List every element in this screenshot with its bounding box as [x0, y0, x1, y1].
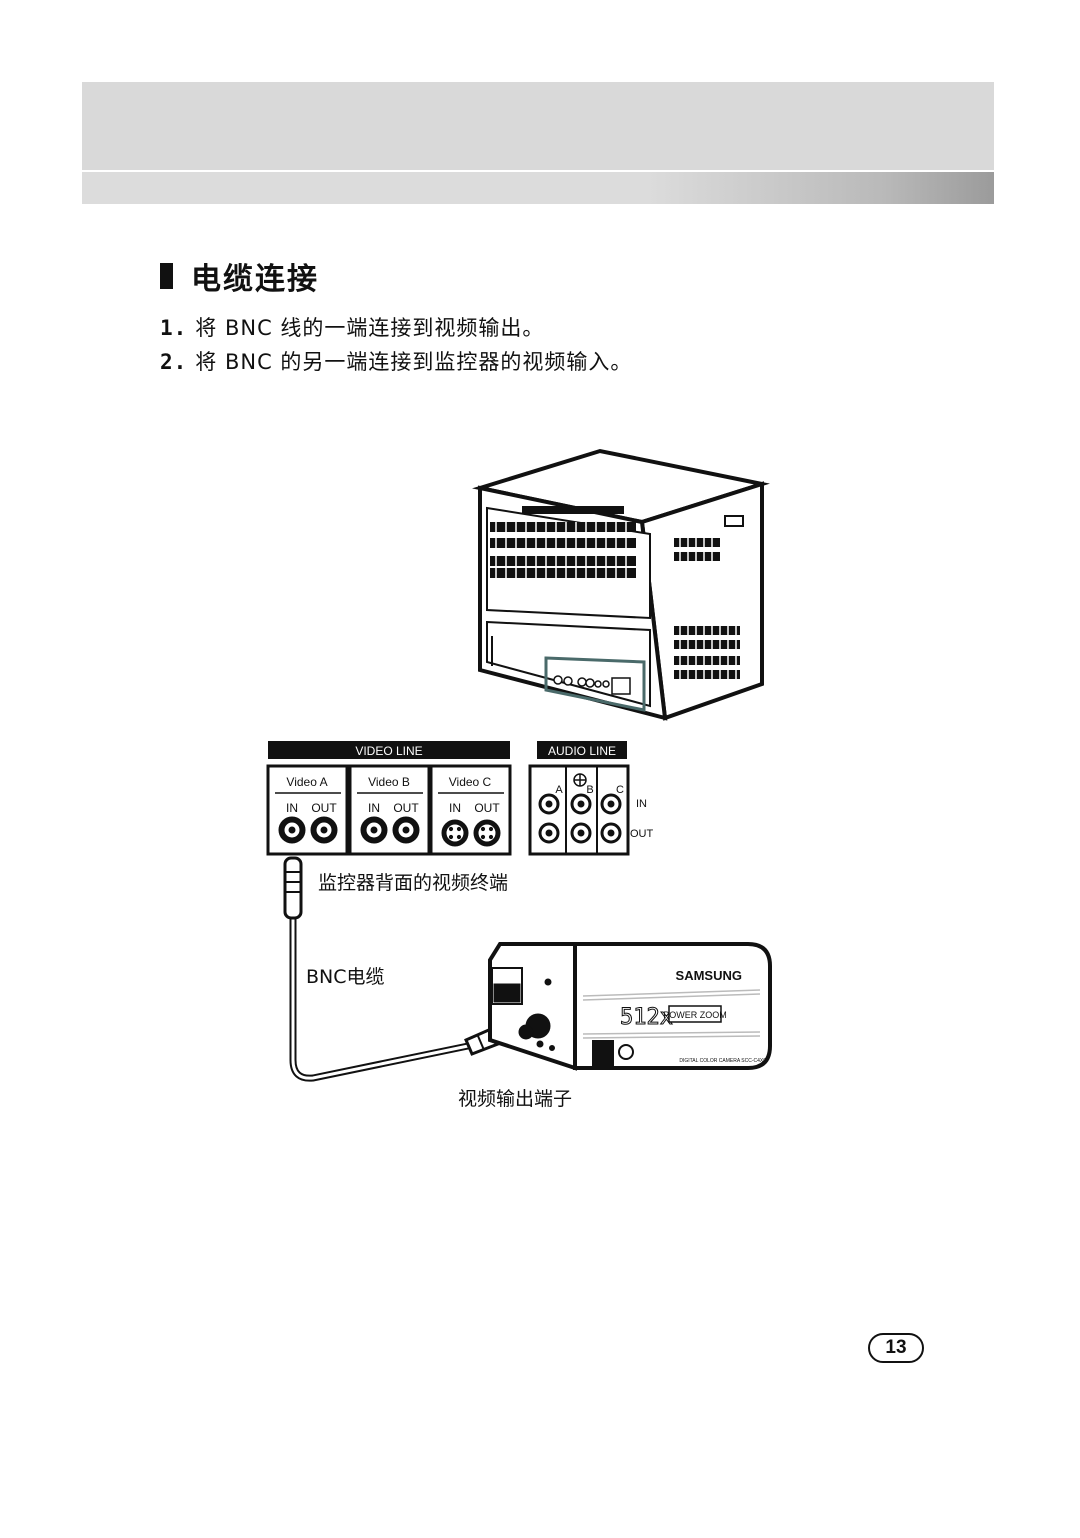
video-c-in-label: IN	[449, 801, 461, 815]
rca-jack-icons	[538, 793, 622, 844]
step-number: 2.	[160, 350, 188, 374]
video-c-out-label: OUT	[474, 801, 500, 815]
video-b-out-label: OUT	[393, 801, 419, 815]
title-marker-icon	[160, 263, 173, 289]
video-c-label: Video C	[449, 775, 492, 789]
step-text: 将 BNC 的另一端连接到监控器的视频输入。	[195, 350, 633, 374]
audio-a-label: A	[555, 784, 563, 796]
page-number: 13	[868, 1333, 924, 1363]
monitor-terminal-caption: 监控器背面的视频终端	[318, 872, 509, 894]
header-band	[82, 82, 994, 170]
video-a-out-label: OUT	[311, 801, 337, 815]
camera-zoom-label: POWER ZOOM	[663, 1010, 727, 1020]
step-2: 2. 将 BNC 的另一端连接到监控器的视频输入。	[160, 346, 632, 376]
cable-caption: BNC电缆	[306, 966, 385, 988]
monitor-rear-illustration	[472, 448, 770, 721]
terminal-highlight-box	[544, 656, 646, 712]
section-heading: 电缆连接	[160, 254, 319, 298]
camera-brand-text: SAMSUNG	[676, 968, 742, 983]
step-text: 将 BNC 线的一端连接到视频输出。	[195, 316, 545, 340]
ground-symbol-icon	[573, 773, 587, 787]
audio-c-label: C	[616, 784, 624, 796]
terminal-panel: VIDEO LINE AUDIO LINE Video A Video B Vi…	[266, 741, 654, 856]
video-line-label: VIDEO LINE	[355, 744, 422, 758]
audio-in-label: IN	[636, 798, 647, 810]
bnc-connector-icons	[278, 816, 420, 844]
camera-zoom-badge: 512x	[620, 1005, 673, 1030]
video-a-label: Video A	[286, 775, 327, 789]
audio-line-label: AUDIO LINE	[548, 744, 616, 758]
video-b-in-label: IN	[368, 801, 380, 815]
section-title: 电缆连接	[191, 262, 319, 297]
s-video-connector-icons	[441, 819, 501, 847]
video-a-in-label: IN	[286, 801, 298, 815]
video-b-label: Video B	[368, 775, 410, 789]
audio-out-label: OUT	[630, 828, 654, 840]
step-1: 1. 将 BNC 线的一端连接到视频输出。	[160, 312, 544, 342]
audio-b-label: B	[586, 784, 593, 796]
step-number: 1.	[160, 316, 188, 340]
camera-model-text: DIGITAL COLOR CAMERA SCC-C4X0	[679, 1058, 766, 1064]
camera-output-caption: 视频输出端子	[458, 1088, 573, 1110]
camera-illustration: SAMSUNG 512x POWER ZOOM DIGITAL COLOR CA…	[488, 942, 772, 1071]
header-gradient-strip	[82, 172, 994, 204]
